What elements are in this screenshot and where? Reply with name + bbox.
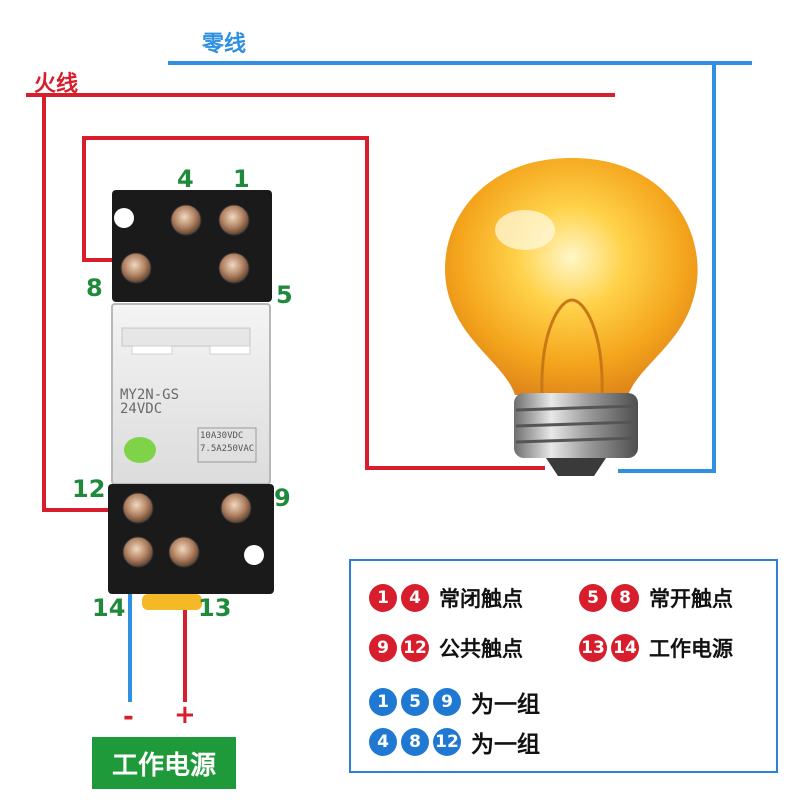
live-wire-down (42, 95, 124, 512)
live-label: 火线 (34, 72, 79, 97)
relay-rating-dc: 10A30VDC (200, 431, 244, 441)
legend: 1 4 常闭触点 5 8 常开触点 9 12 公共触点 13 14 工作电源 1… (349, 559, 778, 773)
badge-group2-12: 12 (433, 728, 461, 756)
legend-power-text: 工作电源 (649, 637, 733, 661)
legend-row-common: 9 12 公共触点 (369, 633, 523, 663)
legend-row-group2: 4 8 12 为一组 (369, 725, 540, 759)
pin-label-1: 1 (233, 165, 250, 193)
badge-9: 9 (369, 634, 397, 662)
badge-4: 4 (401, 584, 429, 612)
badge-group1-5: 5 (401, 688, 429, 716)
pin-label-5: 5 (276, 281, 293, 309)
light-bulb-icon (445, 158, 698, 476)
relay-model: MY2N-GS (120, 387, 180, 403)
power-minus-sign: - (123, 702, 134, 732)
badge-group2-4: 4 (369, 728, 397, 756)
relay-rating-ac: 7.5A250VAC (200, 444, 255, 454)
legend-row-no: 5 8 常开触点 (579, 583, 733, 613)
power-label: 工作电源 (92, 737, 236, 789)
legend-nc-text: 常闭触点 (439, 587, 523, 611)
pin-label-9: 9 (274, 484, 291, 512)
badge-1: 1 (369, 584, 397, 612)
legend-group1-text: 为一组 (471, 692, 540, 718)
pin-label-8: 8 (86, 274, 103, 302)
legend-row-group1: 1 5 9 为一组 (369, 685, 540, 719)
legend-no-text: 常开触点 (649, 587, 733, 611)
badge-group1-1: 1 (369, 688, 397, 716)
relay-led (124, 437, 156, 463)
pin-label-4: 4 (177, 165, 194, 193)
power-plus-sign: + (174, 700, 196, 730)
badge-8: 8 (611, 584, 639, 612)
legend-row-power: 13 14 工作电源 (579, 633, 733, 663)
neutral-wire-to-bulb (618, 63, 716, 473)
neutral-label: 零线 (202, 32, 247, 57)
bulb-glass (445, 158, 698, 395)
pin-label-13: 13 (198, 594, 232, 622)
badge-12: 12 (401, 634, 429, 662)
terminal-screws (120, 204, 252, 568)
pin-label-12: 12 (72, 475, 106, 503)
badge-13: 13 (579, 634, 607, 662)
switch-wire (82, 136, 545, 470)
legend-row-nc: 1 4 常闭触点 (369, 583, 523, 613)
badge-group2-8: 8 (401, 728, 429, 756)
pin-label-14: 14 (92, 594, 126, 622)
legend-common-text: 公共触点 (439, 637, 523, 661)
relay-clip (142, 594, 202, 610)
badge-5: 5 (579, 584, 607, 612)
legend-group2-text: 为一组 (471, 732, 540, 758)
relay-voltage: 24VDC (120, 401, 163, 417)
badge-group1-9: 9 (433, 688, 461, 716)
badge-14: 14 (611, 634, 639, 662)
